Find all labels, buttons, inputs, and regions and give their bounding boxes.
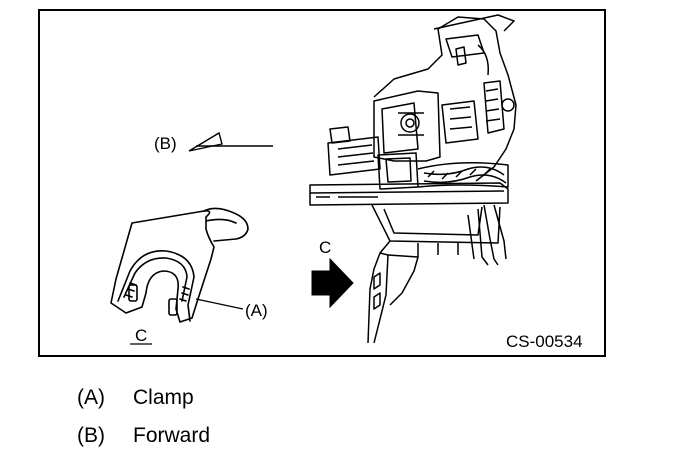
label-b: (B) [154, 134, 177, 153]
clamp-leader-line [195, 298, 244, 310]
legend-item-b: (B) Forward [77, 425, 210, 446]
legend-text-a: Clamp [133, 386, 194, 409]
figure-code: CS-00534 [506, 332, 583, 351]
legend-key-a: (A) [77, 386, 105, 409]
legend-text-b: Forward [133, 424, 211, 447]
figure-frame: (B) (A) C C CS-00534 [38, 9, 606, 357]
view-c-arrow [311, 257, 354, 309]
legend-item-a: (A) Clamp [77, 387, 194, 408]
label-a: (A) [245, 301, 268, 320]
figure-border [38, 9, 606, 357]
forward-direction-indicator [188, 131, 273, 152]
view-c-label: C [319, 238, 332, 257]
diagram-drawing [38, 9, 606, 357]
clamp-view-caption: C [135, 326, 148, 345]
legend-key-b: (B) [77, 424, 105, 447]
assembly-drawing [309, 14, 517, 344]
clamp-detail-drawing [110, 207, 249, 323]
